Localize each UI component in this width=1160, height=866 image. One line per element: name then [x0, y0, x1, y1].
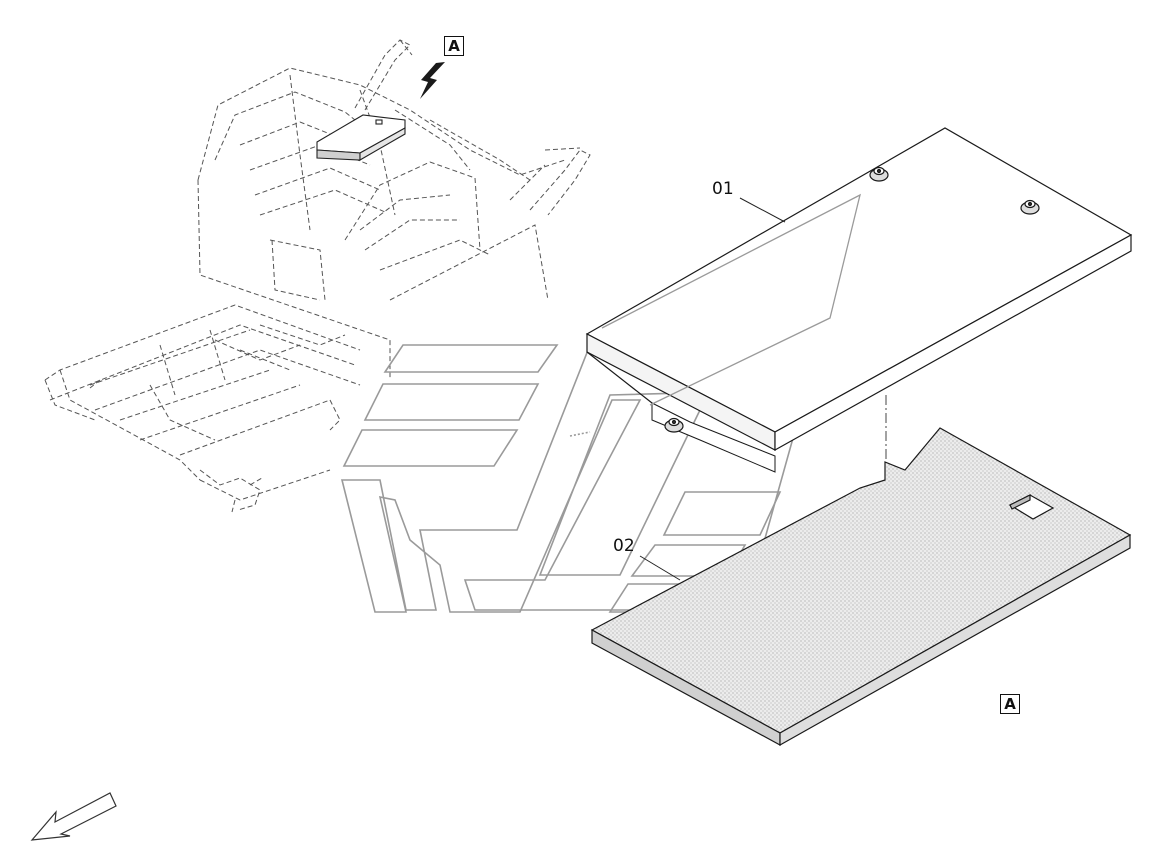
baler-assembly-outline	[44, 39, 591, 513]
part-01-cover-panel	[585, 127, 1133, 473]
detail-view-label-a: A	[1000, 694, 1020, 714]
view-a-direction-arrow	[420, 62, 445, 99]
part-02-insulation-mat	[590, 427, 1132, 747]
fastener-bolt	[869, 166, 889, 182]
leader-line-02	[639, 555, 681, 581]
orientation-arrow-icon	[30, 792, 117, 841]
view-marker-a: A	[444, 36, 464, 56]
location-panel	[316, 114, 406, 161]
leader-line-01	[739, 197, 786, 223]
callout-label-02: 02	[613, 536, 635, 556]
callout-label-01: 01	[712, 179, 734, 199]
fastener-bolt	[664, 417, 684, 433]
fastener-bolt	[1020, 199, 1040, 215]
